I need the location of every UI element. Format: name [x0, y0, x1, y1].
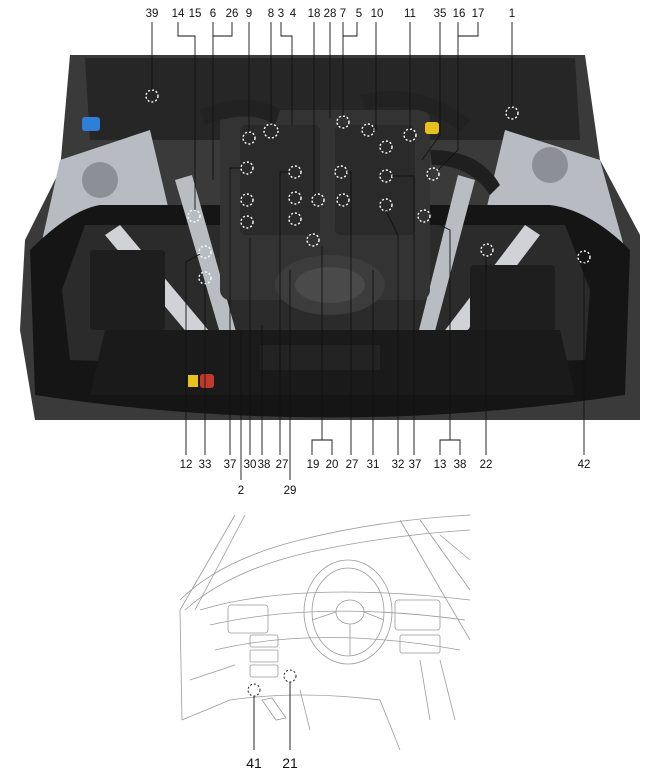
washer-fluid-cap-icon: [82, 117, 100, 131]
label-19: 19: [307, 459, 320, 471]
label-4: 4: [290, 8, 297, 20]
label-31: 31: [367, 459, 380, 471]
label-27-right: 27: [346, 459, 359, 471]
label-11: 11: [404, 8, 416, 20]
cabin-label-row: 41 21: [246, 755, 298, 771]
label-30: 30: [244, 459, 257, 471]
label-38-right: 38: [454, 459, 467, 471]
label-5: 5: [356, 8, 362, 20]
label-38-left: 38: [258, 459, 271, 471]
label-35: 35: [434, 8, 447, 20]
label-37-left: 37: [224, 459, 237, 471]
label-15: 15: [189, 8, 202, 20]
cabin-markers: [247, 669, 297, 750]
label-20: 20: [326, 459, 339, 471]
label-7: 7: [340, 8, 346, 20]
label-22: 22: [480, 459, 493, 471]
label-9: 9: [246, 8, 252, 20]
cabin-line-drawing: [179, 514, 471, 751]
label-37-right: 37: [409, 459, 422, 471]
label-14: 14: [172, 8, 185, 20]
label-28: 28: [324, 8, 337, 20]
label-33: 33: [199, 459, 212, 471]
engine-bay-photo: [20, 55, 640, 420]
top-label-row: 39 14 15 6 26 9 8 3 4 18 28 7 5 10 11 35…: [146, 8, 516, 20]
label-18: 18: [308, 8, 321, 20]
label-27-left: 27: [276, 459, 289, 471]
label-29: 29: [284, 485, 297, 497]
leader-lines: [151, 22, 585, 480]
label-8: 8: [268, 8, 274, 20]
label-10: 10: [371, 8, 384, 20]
label-3: 3: [278, 8, 284, 20]
label-39: 39: [146, 8, 159, 20]
bottom-label-row: 12 33 37 30 38 27 19 20 27 31 32 37 13 3…: [180, 459, 591, 497]
label-26: 26: [226, 8, 239, 20]
label-16: 16: [453, 8, 466, 20]
label-13: 13: [434, 459, 447, 471]
label-42: 42: [578, 459, 591, 471]
oil-filler-cap-icon: [425, 122, 439, 134]
label-21: 21: [282, 755, 298, 771]
label-32: 32: [392, 459, 405, 471]
label-41: 41: [246, 755, 262, 771]
label-17: 17: [472, 8, 485, 20]
label-6: 6: [210, 8, 216, 20]
label-12: 12: [180, 459, 193, 471]
label-1: 1: [509, 8, 515, 20]
label-2: 2: [238, 485, 244, 497]
